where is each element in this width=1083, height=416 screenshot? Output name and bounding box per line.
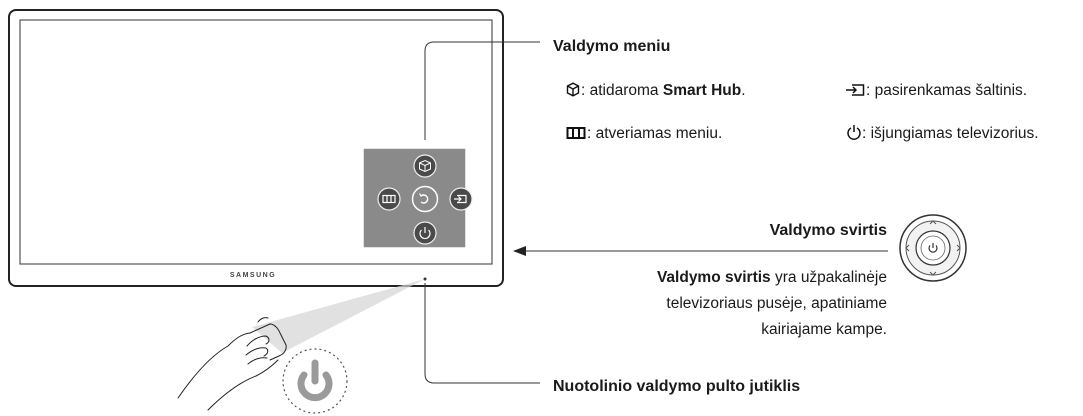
- stick-arrow-head: [513, 246, 526, 256]
- source-icon: [845, 83, 865, 103]
- smart-hub-icon: [566, 82, 580, 103]
- menu-leader-line: [424, 41, 540, 140]
- menu-item-menu: : atveriamas meniu.: [566, 124, 722, 146]
- menu-button: [377, 187, 401, 211]
- remote-sensor-label: Nuotolinio valdymo pulto jutiklis: [553, 378, 801, 395]
- control-stick-desc-bold: Valdymo svirtis: [656, 269, 771, 286]
- hand-with-remote-illustration: [177, 317, 287, 411]
- menu-icon: [566, 126, 586, 146]
- menu-item-smart-hub: : atidaroma Smart Hub.: [566, 81, 746, 103]
- control-stick-desc-line2: televizoriaus pusėje, apatiniame: [666, 295, 887, 312]
- menu-item-source: : pasirenkamas šaltinis.: [845, 81, 1027, 103]
- source-button: [449, 187, 473, 211]
- source-text: : pasirenkamas šaltinis.: [866, 82, 1028, 99]
- power-text: : išjungiamas televizorius.: [862, 125, 1039, 142]
- control-stick-illustration: [899, 214, 967, 282]
- tv-brand-logo: SAMSUNG: [230, 272, 276, 279]
- smart-hub-button: [413, 154, 437, 178]
- control-stick-title: Valdymo svirtis: [769, 222, 887, 239]
- magnified-power-icon: [297, 359, 333, 402]
- control-stick-desc-line3: kairiajame kampe.: [761, 321, 887, 338]
- menu-title: Valdymo meniu: [553, 38, 671, 55]
- smart-hub-text-suffix: .: [741, 82, 746, 99]
- control-stick-desc-line1: yra užpakalinėje: [770, 269, 887, 286]
- menu-text: : atveriamas meniu.: [587, 125, 723, 142]
- power-button: [413, 221, 437, 245]
- power-icon: [847, 124, 861, 146]
- return-button: [411, 185, 439, 213]
- smart-hub-text-prefix: : atidaroma: [581, 82, 663, 99]
- ir-beam: [252, 279, 425, 353]
- control-stick-description: Valdymo svirtis yra užpakalinėje televiz…: [657, 265, 887, 343]
- menu-item-power: : išjungiamas televizorius.: [847, 124, 1039, 146]
- sensor-leader-line: [424, 283, 540, 384]
- smart-hub-text-bold: Smart Hub: [662, 82, 742, 99]
